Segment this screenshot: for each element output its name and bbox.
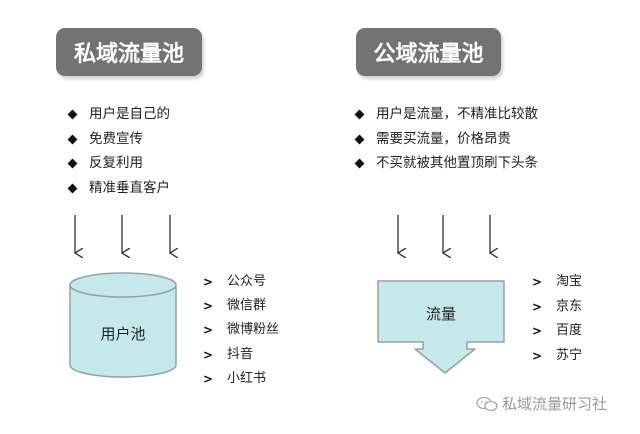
drawback-item: 不买就被其他置顶刷下头条 bbox=[352, 151, 538, 176]
benefit-item: 用户是自己的 bbox=[65, 102, 170, 127]
channel-item: >微博粉丝 bbox=[203, 318, 279, 342]
channel-item: >百度 bbox=[532, 319, 582, 344]
private-down-arrows bbox=[75, 215, 170, 253]
benefit-item: 反复利用 bbox=[65, 151, 170, 176]
user-pool-cylinder bbox=[69, 272, 177, 378]
drawback-item: 需要买流量，价格昂贵 bbox=[352, 127, 538, 152]
drawback-item: 用户是流量，不精准比较散 bbox=[352, 102, 538, 127]
channel-item: >苏宁 bbox=[532, 344, 582, 369]
public-pool-title: 公域流量池 bbox=[356, 28, 501, 76]
chevron-right-icon: > bbox=[203, 371, 214, 386]
channel-item: >京东 bbox=[532, 295, 582, 320]
channel-item: >公众号 bbox=[203, 270, 279, 294]
chevron-right-icon: > bbox=[532, 299, 543, 314]
chevron-right-icon: > bbox=[532, 348, 543, 363]
channel-item: >微信群 bbox=[203, 294, 279, 318]
chevron-right-icon: > bbox=[532, 275, 543, 289]
channel-item: >抖音 bbox=[203, 343, 279, 367]
private-pool-benefits: 用户是自己的 免费宣传 反复利用 精准垂直客户 bbox=[65, 102, 170, 200]
watermark: 私域流量研习社 bbox=[476, 393, 607, 414]
benefit-item: 精准垂直客户 bbox=[65, 176, 170, 201]
public-pool-drawbacks: 用户是流量，不精准比较散 需要买流量，价格昂贵 不买就被其他置顶刷下头条 bbox=[352, 102, 538, 176]
private-pool-title: 私域流量池 bbox=[56, 28, 202, 76]
chevron-right-icon: > bbox=[203, 347, 214, 362]
chevron-right-icon: > bbox=[203, 275, 214, 289]
traffic-arrow-box bbox=[377, 280, 505, 374]
private-channels: >公众号 >微信群 >微博粉丝 >抖音 >小红书 bbox=[203, 270, 279, 391]
user-pool-label: 用户池 bbox=[100, 324, 146, 343]
watermark-text: 私域流量研习社 bbox=[502, 395, 608, 413]
channel-item: >小红书 bbox=[203, 367, 279, 391]
traffic-label: 流量 bbox=[425, 304, 456, 323]
benefit-item: 免费宣传 bbox=[65, 127, 170, 152]
chevron-right-icon: > bbox=[203, 323, 214, 338]
chevron-right-icon: > bbox=[203, 299, 214, 314]
wechat-icon bbox=[476, 396, 498, 411]
public-channels: >淘宝 >京东 >百度 >苏宁 bbox=[532, 270, 582, 368]
channel-item: >淘宝 bbox=[532, 270, 582, 295]
public-down-arrows bbox=[398, 215, 490, 253]
chevron-right-icon: > bbox=[532, 324, 543, 338]
